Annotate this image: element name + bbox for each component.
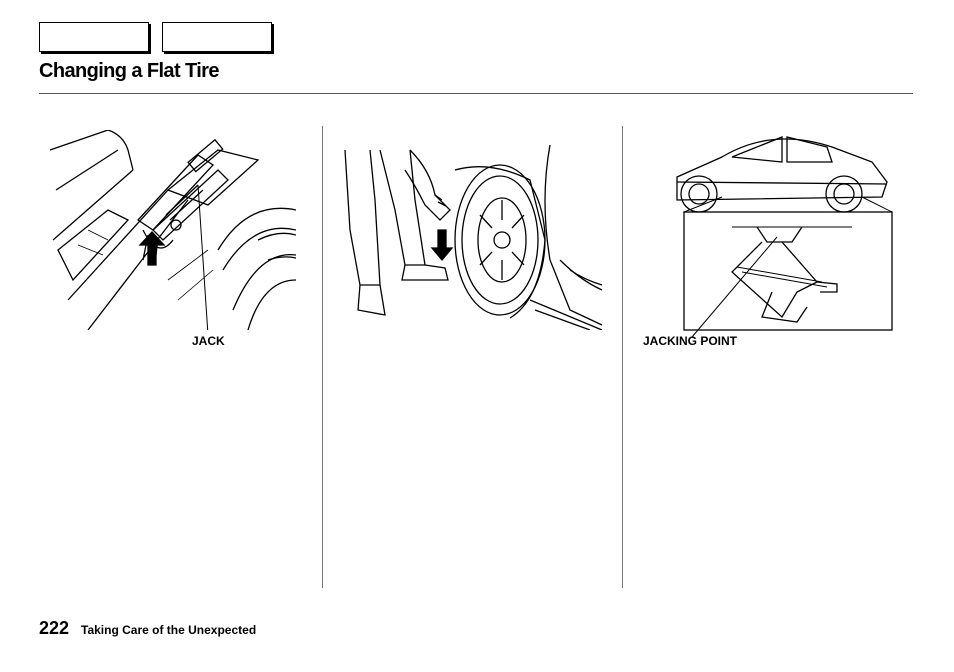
jack-caption: JACK bbox=[192, 334, 225, 348]
title-divider bbox=[39, 93, 913, 94]
page-title: Changing a Flat Tire bbox=[39, 60, 219, 82]
wheel-removal-illustration bbox=[340, 140, 604, 330]
previous-page-button[interactable] bbox=[39, 22, 149, 52]
page-number: 222 bbox=[39, 618, 70, 638]
section-name: Taking Care of the Unexpected bbox=[81, 623, 257, 637]
car-on-jack-illustration bbox=[632, 122, 904, 342]
column-divider bbox=[622, 126, 623, 588]
column-divider bbox=[322, 126, 323, 588]
next-page-button[interactable] bbox=[162, 22, 272, 52]
jack-storage-illustration bbox=[48, 130, 296, 330]
jacking-point-caption: JACKING POINT bbox=[643, 334, 738, 348]
